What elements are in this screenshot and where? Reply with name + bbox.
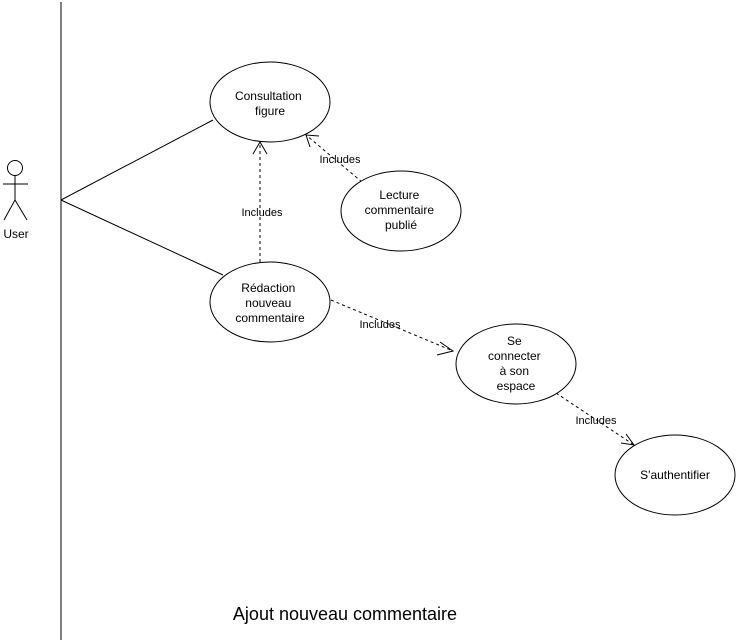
use-case-label-line: Consultation [235,89,302,103]
use-case-label-line: nouveau [245,296,291,310]
include-arrowhead [436,341,455,356]
include-label: Includes [360,319,401,331]
use-case-label-line: à son [500,364,529,378]
include-label: Includes [242,207,283,219]
use-case-label-line: Lecture [379,188,419,202]
use-case-label-line: Rédaction [241,281,295,295]
actor-label: User [3,227,28,241]
use-case-label-line: connecter [488,349,541,363]
include-connecter-authentifier[interactable]: Includes [555,392,636,446]
use-case-label: Se connecter à son espace [488,334,544,393]
use-case-se-connecter[interactable]: Se connecter à son espace [455,323,577,405]
association-consultation [60,119,214,201]
include-arrowhead [620,433,636,446]
actor-right-leg [14,199,28,221]
include-redaction-consultation[interactable]: Includes [242,141,283,262]
include-arrowhead [305,134,320,148]
include-label: Includes [320,154,361,166]
include-arrowhead [252,141,268,155]
include-line [305,134,363,183]
diagram-caption: Ajout nouveau commentaire [233,604,457,624]
use-case-label-line: Se [507,334,522,348]
use-case-ellipse [455,323,577,405]
use-case-ellipse [614,434,736,516]
association-redaction [60,199,224,276]
use-case-label: Consultation figure [235,89,305,118]
use-case-ellipse [209,61,331,143]
include-line [330,299,454,352]
use-case-label-line: espace [497,379,536,393]
use-case-label: Lecture commentaire publié [365,188,438,232]
actor-user[interactable]: User [3,160,29,242]
use-case-label-line: commentaire [235,311,305,325]
use-case-label-line: S'authentifier [640,468,710,482]
use-case-label-line: commentaire [365,203,435,217]
include-redaction-connecter[interactable]: Includes [330,299,455,356]
use-case-lecture-commentaire[interactable]: Lecture commentaire publié [340,170,462,252]
include-line [555,392,635,446]
use-case-ellipse [209,261,331,343]
use-case-label: S'authentifier [640,468,710,482]
include-label: Includes [576,415,617,427]
actor-head [7,160,23,176]
actor-left-leg [3,199,16,221]
include-lecture-consultation[interactable]: Includes [305,134,363,183]
use-case-ellipse [340,170,462,252]
use-case-authentifier[interactable]: S'authentifier [614,434,736,516]
use-case-redaction-commentaire[interactable]: Rédaction nouveau commentaire [209,261,331,343]
use-case-consultation-figure[interactable]: Consultation figure [209,61,331,143]
use-case-label: Rédaction nouveau commentaire [235,281,305,325]
use-case-label-line: figure [255,104,285,118]
use-case-label-line: publié [385,218,417,232]
